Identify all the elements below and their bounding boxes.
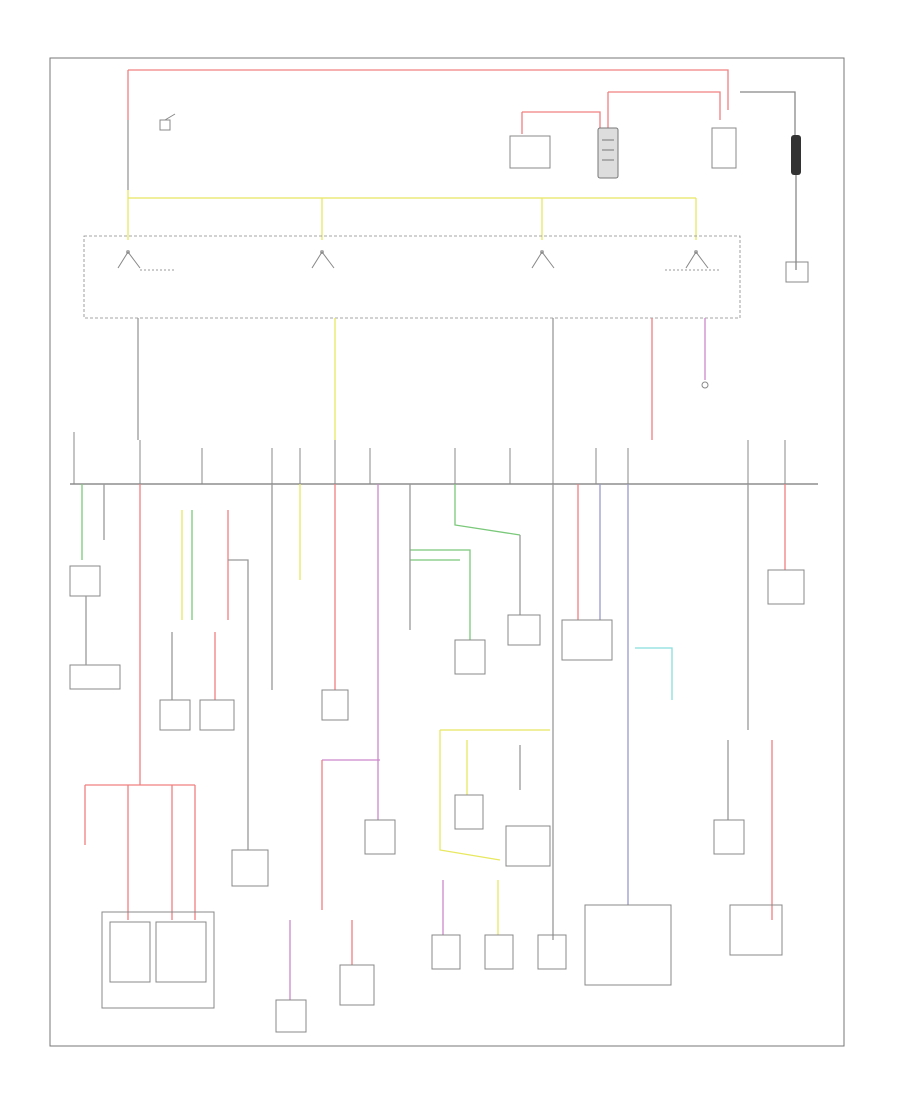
component-box xyxy=(364,819,396,855)
component-box xyxy=(454,794,484,830)
battery-feed-wire xyxy=(128,69,729,110)
ignition-switch-module xyxy=(83,235,741,319)
contact-arm-icon xyxy=(117,251,129,269)
generator-warning-box xyxy=(785,261,809,283)
switch-contacts xyxy=(117,250,720,271)
component-box xyxy=(454,639,486,675)
contact-arm-icon xyxy=(311,251,323,269)
component-box xyxy=(199,699,235,731)
component-box xyxy=(561,619,613,661)
relay-module-box xyxy=(69,664,121,690)
contact-arm-icon xyxy=(695,251,709,269)
component-box xyxy=(484,934,514,970)
fuse-link-wire xyxy=(740,91,796,135)
component-box xyxy=(275,999,307,1033)
green-branch-wire xyxy=(454,484,521,536)
starter-relay-wire xyxy=(522,111,601,128)
component-box xyxy=(767,569,805,605)
module-box xyxy=(101,911,215,1009)
component-box xyxy=(537,934,567,970)
switch-contact-icon xyxy=(159,119,171,131)
battery-icon xyxy=(597,127,619,179)
start-signal-connector-icon xyxy=(701,381,709,389)
component-box xyxy=(713,819,745,855)
contact-arm-icon xyxy=(685,251,697,269)
starter-motor-relay-box xyxy=(711,127,737,169)
component-box xyxy=(507,614,541,646)
sub-module-box xyxy=(155,921,207,983)
module-box xyxy=(584,904,672,986)
contact-arm-icon xyxy=(541,251,555,269)
diagram-frame xyxy=(49,57,845,1047)
component-box xyxy=(321,689,349,721)
component-box xyxy=(505,825,551,867)
contact-arm-icon xyxy=(321,251,335,269)
fuse-taps xyxy=(73,432,786,484)
contact-arm-icon xyxy=(531,251,543,269)
module-box xyxy=(729,904,783,956)
contact-arm-icon xyxy=(127,251,141,269)
starter-relay-box xyxy=(509,135,551,169)
component-box xyxy=(431,934,461,970)
component-box xyxy=(159,699,191,731)
component-box xyxy=(339,964,375,1006)
fuse-link-icon xyxy=(791,135,801,175)
battery-positive-wire xyxy=(608,91,721,120)
branch-wire xyxy=(228,559,249,850)
sub-module-box xyxy=(109,921,151,983)
green-branch-wire xyxy=(410,549,471,640)
branch-wire xyxy=(635,647,673,700)
component-box xyxy=(69,565,101,597)
component-box xyxy=(231,849,269,887)
ignition-switch xyxy=(159,113,176,131)
branch-wire xyxy=(439,730,501,861)
switch-arm-icon xyxy=(164,113,176,121)
